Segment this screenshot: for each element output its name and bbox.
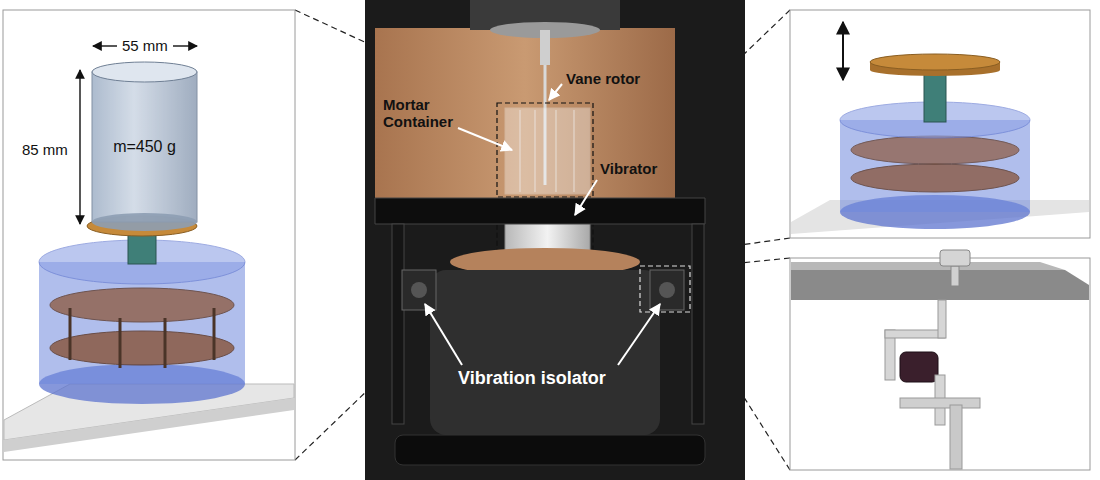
leader-arrow	[425, 304, 462, 365]
inner-plate	[50, 331, 234, 365]
shaft	[924, 70, 946, 122]
leader-arrow	[618, 304, 660, 365]
post	[69, 308, 72, 360]
leader-arrow	[575, 180, 597, 215]
bracket	[885, 330, 945, 338]
inner-plate	[50, 288, 234, 322]
dimension-arrow	[173, 45, 197, 46]
post	[213, 308, 216, 360]
shelf-edge	[4, 398, 294, 452]
part-label: Vibration isolator	[458, 368, 606, 389]
copper-housing	[375, 28, 675, 200]
part-label: Vibrator	[600, 160, 657, 177]
mortar-container	[505, 108, 590, 194]
photo-background	[365, 0, 745, 480]
posts	[70, 308, 214, 368]
bracket	[900, 398, 980, 408]
inner-plate	[851, 164, 1019, 192]
dimension-label: 55 mm	[122, 37, 168, 54]
motion-arrow	[842, 45, 844, 80]
rib	[556, 110, 557, 192]
bracket	[938, 300, 946, 338]
rheometer-base	[430, 270, 660, 435]
isolator-rubber	[659, 282, 675, 298]
rib	[535, 110, 536, 192]
washer	[940, 250, 970, 266]
orange-disc	[870, 54, 1000, 70]
vane-shaft	[540, 30, 550, 65]
screw	[951, 266, 959, 286]
isolator-bracket	[402, 270, 436, 310]
dimension-arrow	[79, 150, 80, 224]
container-bottom	[92, 213, 197, 231]
leader-arrow	[458, 128, 512, 150]
isolated-plate	[375, 198, 705, 224]
plate-top	[791, 262, 1065, 270]
support-rod	[950, 405, 962, 469]
rubber-isolator	[900, 352, 938, 382]
detail-panel	[3, 10, 295, 460]
dimension-arrow	[93, 45, 117, 46]
part-label: Mortar Container	[383, 96, 465, 131]
dimension-arrow	[79, 70, 80, 150]
container-ribs	[520, 110, 574, 192]
post	[119, 318, 122, 368]
mass-label: m=450 g	[102, 138, 187, 156]
support-leg	[692, 224, 704, 424]
support-leg	[392, 224, 404, 424]
isolator-left	[392, 224, 436, 424]
dimension-label: 85 mm	[22, 141, 68, 158]
leader-arrow	[549, 84, 562, 100]
detail-panel	[790, 10, 1090, 238]
container-top	[92, 62, 197, 82]
isolator-right	[650, 224, 704, 424]
part-label: Vane rotor	[566, 70, 640, 87]
motion-arrow	[842, 22, 844, 45]
rib	[574, 110, 575, 192]
mortar-container	[92, 72, 197, 222]
base-frame	[395, 435, 705, 465]
post	[164, 318, 167, 368]
inner-plate	[851, 136, 1019, 164]
isolator-bracket	[650, 270, 684, 310]
plate	[791, 270, 1089, 300]
detail-panel	[790, 258, 1090, 470]
rib	[520, 110, 521, 192]
isolator-rubber	[411, 282, 427, 298]
zoom-box	[640, 266, 690, 312]
